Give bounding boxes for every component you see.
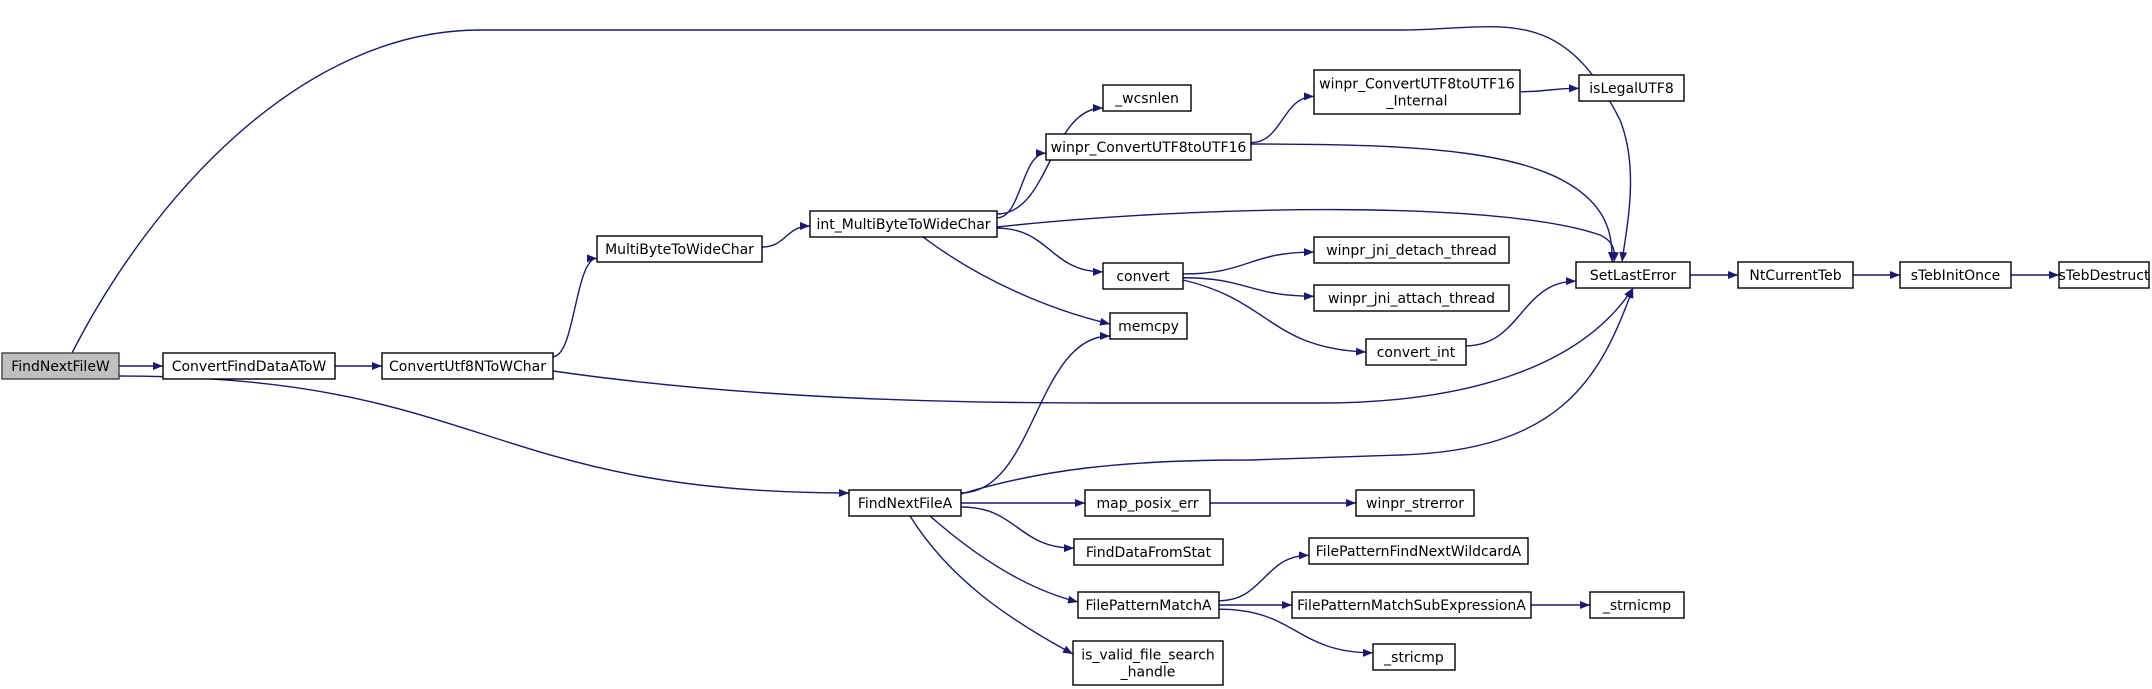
node-label: winpr_ConvertUTF8toUTF16 — [1319, 77, 1515, 93]
node-findnextfilew[interactable]: FindNextFileW — [1, 352, 120, 380]
edge-convert-to-winpr-jni-attach-thread — [1182, 277, 1315, 301]
node-memcpy[interactable]: memcpy — [1109, 312, 1188, 340]
edge-convertutf8ntowchar-to-multibytetowidechar — [552, 254, 598, 358]
edge-findnextfilea-to-is-valid-file-search-handle — [909, 515, 1074, 655]
node-label: _strnicmp — [1602, 598, 1671, 614]
edge-int-multibytetowidechar-to-setlasterror — [996, 208, 1619, 263]
node-label: FilePatternMatchA — [1085, 598, 1212, 614]
node-label: NtCurrentTeb — [1749, 268, 1841, 284]
node-multibytetowidechar[interactable]: MultiByteToWideChar — [596, 235, 763, 263]
edge-filepatternmatcha-to-filepatternfindnextwildcarda — [1218, 551, 1310, 602]
node-winpr-convertutf8toutf16-internal[interactable]: winpr_ConvertUTF8toUTF16_Internal — [1313, 69, 1521, 115]
edge-winpr-convertutf8toutf16-internal-to-islegalutf8 — [1519, 84, 1580, 93]
node-convert[interactable]: convert — [1102, 262, 1184, 290]
edge-int-multibytetowidechar-to--wcsnlen — [996, 104, 1104, 215]
node-label: FindNextFileW — [11, 359, 110, 375]
edge-multibytetowidechar-to-int-multibytetowidechar — [761, 222, 811, 248]
node-finddatafromstat[interactable]: FindDataFromStat — [1073, 538, 1224, 566]
node-label: ConvertUtf8NToWChar — [389, 359, 546, 375]
edge-findnextfilea-to-filepatternmatcha — [929, 515, 1079, 604]
edge-int-multibytetowidechar-to-convert — [996, 227, 1104, 276]
edge-findnextfilea-to-setlasterror — [960, 287, 1634, 495]
node-label: is_valid_file_search — [1081, 648, 1215, 664]
node-winpr-convertutf8toutf16[interactable]: winpr_ConvertUTF8toUTF16 — [1045, 133, 1252, 161]
node-label: memcpy — [1118, 319, 1179, 335]
node-map-posix-err[interactable]: map_posix_err — [1084, 489, 1211, 517]
node-label: SetLastError — [1590, 268, 1677, 284]
node-setlasterror[interactable]: SetLastError — [1575, 261, 1691, 289]
node-int-multibytetowidechar[interactable]: int_MultiByteToWideChar — [809, 210, 998, 238]
node-label: ConvertFindDataAToW — [172, 359, 327, 375]
node-label: winpr_jni_attach_thread — [1328, 291, 1495, 307]
node-label: map_posix_err — [1097, 496, 1199, 512]
node-label: _Internal — [1386, 94, 1448, 110]
node-winpr-jni-attach-thread[interactable]: winpr_jni_attach_thread — [1313, 284, 1510, 312]
edge-findnextfilew-to-findnextfilea — [118, 375, 850, 497]
edge-winpr-convertutf8toutf16-to-winpr-convertutf8toutf16-internal — [1250, 92, 1315, 144]
node-label: convert — [1116, 269, 1170, 285]
node-label: _wcsnlen — [1114, 91, 1179, 107]
node-label: FindNextFileA — [858, 496, 953, 512]
node--stricmp[interactable]: _stricmp — [1372, 643, 1456, 671]
node-winpr-strerror[interactable]: winpr_strerror — [1355, 489, 1475, 517]
node-ntcurrentteb[interactable]: NtCurrentTeb — [1737, 261, 1854, 289]
node-label: _stricmp — [1383, 650, 1444, 666]
node-label: convert_int — [1377, 345, 1456, 361]
node-label: int_MultiByteToWideChar — [816, 217, 990, 233]
edge-filepatternmatcha-to--stricmp — [1218, 608, 1374, 657]
edge-winpr-convertutf8toutf16-to-setlasterror — [1250, 143, 1616, 263]
edge-convert-to-convert-int — [1182, 279, 1367, 356]
node-convertfinddataatow[interactable]: ConvertFindDataAToW — [162, 352, 336, 380]
node-filepatternmatchsubexpressiona[interactable]: FilePatternMatchSubExpressionA — [1291, 591, 1532, 619]
node-label: winpr_ConvertUTF8toUTF16 — [1051, 140, 1247, 156]
edge-findnextfilea-to-memcpy — [960, 332, 1111, 494]
node-label: FindDataFromStat — [1086, 545, 1212, 561]
node-label: MultiByteToWideChar — [605, 242, 754, 258]
node-stebdestruct[interactable]: sTebDestruct — [2058, 261, 2150, 289]
node-filepatternfindnextwildcarda[interactable]: FilePatternFindNextWildcardA — [1308, 537, 1529, 565]
edge-findnextfilew-to-setlasterror — [71, 25, 1632, 354]
node-label: _handle — [1120, 665, 1176, 681]
node-label: sTebInitOnce — [1911, 268, 2001, 284]
edge-findnextfilea-to-finddatafromstat — [960, 506, 1075, 553]
node-convertutf8ntowchar[interactable]: ConvertUtf8NToWChar — [381, 352, 554, 380]
node-label: winpr_strerror — [1366, 496, 1464, 512]
edge-convert-to-winpr-jni-detach-thread — [1182, 248, 1315, 275]
node-winpr-jni-detach-thread[interactable]: winpr_jni_detach_thread — [1313, 236, 1510, 264]
node--strnicmp[interactable]: _strnicmp — [1589, 591, 1685, 619]
node-label: FilePatternMatchSubExpressionA — [1297, 598, 1526, 614]
node-label: sTebDestruct — [2059, 268, 2150, 284]
node-convert-int[interactable]: convert_int — [1365, 338, 1467, 366]
node-is-valid-file-search-handle[interactable]: is_valid_file_search_handle — [1072, 640, 1224, 686]
node--wcsnlen[interactable]: _wcsnlen — [1102, 84, 1192, 112]
node-findnextfilea[interactable]: FindNextFileA — [848, 489, 962, 517]
node-label: winpr_jni_detach_thread — [1326, 243, 1497, 259]
node-stebinitonce[interactable]: sTebInitOnce — [1899, 261, 2012, 289]
edge-int-multibytetowidechar-to-memcpy — [922, 236, 1111, 326]
node-label: FilePatternFindNextWildcardA — [1316, 544, 1522, 560]
edge-int-multibytetowidechar-to-winpr-convertutf8toutf16 — [996, 149, 1047, 219]
edge-convert-int-to-setlasterror — [1465, 277, 1577, 347]
node-islegalutf8[interactable]: isLegalUTF8 — [1578, 74, 1685, 102]
node-filepatternmatcha[interactable]: FilePatternMatchA — [1077, 591, 1220, 619]
edge-convertutf8ntowchar-to-setlasterror — [552, 287, 1634, 404]
node-label: isLegalUTF8 — [1589, 81, 1673, 97]
